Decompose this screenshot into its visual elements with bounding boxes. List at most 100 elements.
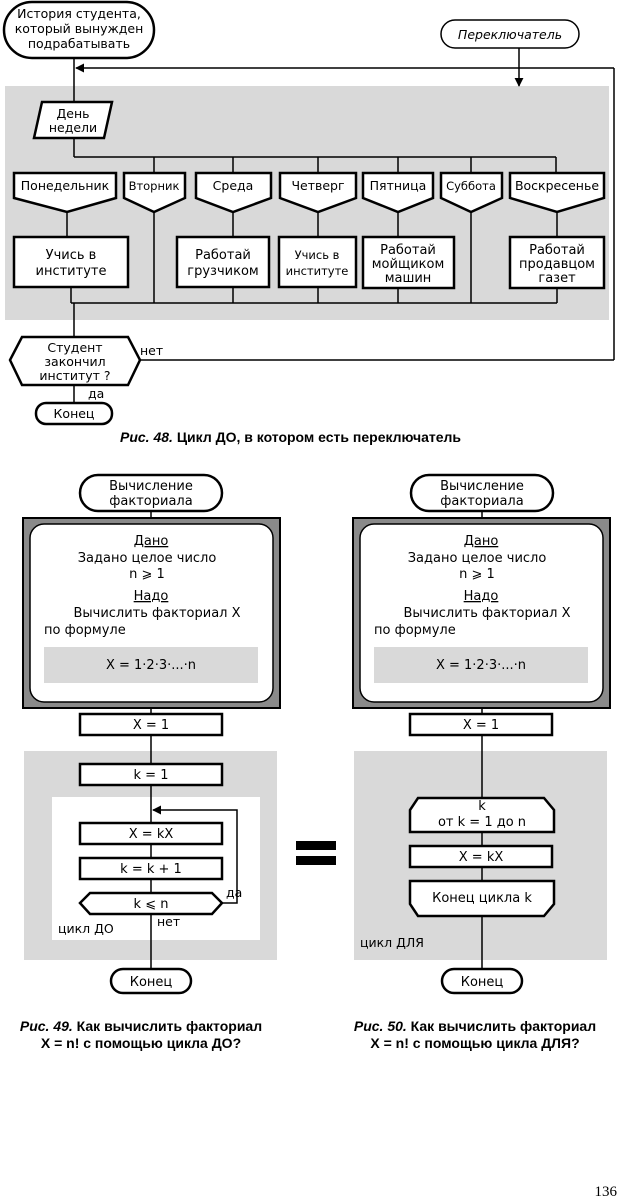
fig49-start-l1: Вычисление xyxy=(109,479,193,494)
fig49-no-label: нет xyxy=(157,914,180,929)
fig48-start-line1: История студента, xyxy=(17,6,141,21)
equals-sign xyxy=(296,841,336,865)
fig49-formula: X = 1·2·3·...·n xyxy=(106,658,196,673)
fig49-spec-box: Дано Задано целое число n ⩾ 1 Надо Вычис… xyxy=(22,517,281,709)
fig48-action-washer: Работай мойщиком машин xyxy=(361,235,456,290)
fig49-caption-num: Рис. 49. xyxy=(20,1018,73,1034)
fig48-act-washer-l1: Работай xyxy=(380,243,436,258)
fig50-start-l1: Вычисление xyxy=(440,479,524,494)
fig48-caption-num: Рис. 48. xyxy=(120,429,173,445)
fig49-end-label: Конец xyxy=(130,975,173,990)
fig49-need-l2: по формуле xyxy=(44,623,126,638)
fig50-start-terminator: Вычисление факториала xyxy=(409,473,555,513)
fig48-cond-l1: Студент xyxy=(47,340,102,355)
fig49-init-k-label: k = 1 xyxy=(134,768,169,783)
fig50-caption-num: Рис. 50. xyxy=(354,1018,407,1034)
fig48-day-branches: Понедельник Вторник Среда Четверг Пятниц… xyxy=(12,157,606,214)
fig50-caption-text1: Как вычислить факториал xyxy=(411,1018,596,1034)
fig49-mult-label: X = kX xyxy=(129,827,174,842)
fig48-day-monday: Понедельник xyxy=(21,178,110,193)
fig48-act-washer-l2: мойщиком xyxy=(372,257,445,272)
fig50-given-l1: Задано целое число xyxy=(408,551,547,566)
fig49-init-x-label: X = 1 xyxy=(133,718,169,733)
fig48-act-seller-l3: газет xyxy=(538,271,576,286)
fig49-init-x: X = 1 xyxy=(78,712,224,737)
fig48-act-study2-l2: институте xyxy=(286,264,349,278)
fig48-act-study1-l2: институте xyxy=(36,264,107,279)
figure-50: Вычисление факториала Дано Задано целое … xyxy=(352,473,611,1051)
fig50-need-l1: Вычислить факториал X xyxy=(403,606,570,621)
fig48-caption-text: Цикл ДО, в котором есть переключатель xyxy=(177,429,462,445)
fig50-end-terminator: Конец xyxy=(440,967,524,995)
fig48-day-wednesday: Среда xyxy=(213,178,254,193)
fig50-caption-text2: X = n! с помощью цикла ДЛЯ? xyxy=(370,1035,579,1051)
fig49-given-l2: n ⩾ 1 xyxy=(129,567,165,582)
fig48-end-label: Конец xyxy=(54,406,95,421)
fig50-formula: X = 1·2·3·...·n xyxy=(436,658,526,673)
fig48-action-study-thursday: Учись в институте xyxy=(277,235,358,289)
fig48-case-thursday: Четверг xyxy=(278,171,358,214)
fig48-switch: Переключатель xyxy=(440,19,580,49)
fig48-act-seller-l2: продавцом xyxy=(519,257,595,272)
fig48-day-sunday: Воскресенье xyxy=(515,178,599,193)
fig49-loop-label: цикл ДО xyxy=(58,921,114,936)
fig48-start-line2: который вынужден xyxy=(15,21,144,36)
fig49-yes-label: да xyxy=(226,885,242,900)
fig48-day-thursday: Четверг xyxy=(291,178,344,193)
fig49-need-l1: Вычислить факториал X xyxy=(73,606,240,621)
fig48-day-saturday: Суббота xyxy=(446,179,496,193)
fig48-act-study1-l1: Учись в xyxy=(46,248,97,263)
fig50-spec-box: Дано Задано целое число n ⩾ 1 Надо Вычис… xyxy=(352,517,611,709)
fig48-caption: Рис. 48. Цикл ДО, в котором есть переклю… xyxy=(120,429,461,445)
fig48-day-input: День недели xyxy=(32,100,114,140)
fig49-loop-back-arrow xyxy=(152,805,238,904)
fig50-end-label: Конец xyxy=(461,975,504,990)
fig49-condition: k ⩽ n xyxy=(78,891,224,916)
fig49-start-l2: факториала xyxy=(109,494,192,509)
fig48-condition: Студент закончил институт ? xyxy=(8,335,142,387)
fig49-init-k: k = 1 xyxy=(78,762,224,787)
fig49-caption-line1: Рис. 49. Как вычислить факториал xyxy=(20,1018,262,1034)
fig50-mult: X = kX xyxy=(408,844,554,869)
fig48-end-terminator: Конец xyxy=(34,401,114,426)
fig48-cond-l2: закончил xyxy=(44,354,105,369)
fig48-day-tuesday: Вторник xyxy=(129,179,180,193)
fig50-mult-label: X = kX xyxy=(459,850,504,865)
figure-48: История студента, который вынужден подра… xyxy=(2,0,615,445)
fig48-case-wednesday: Среда xyxy=(194,171,273,214)
fig49-start-terminator: Вычисление факториала xyxy=(78,473,224,513)
fig48-case-saturday: Суббота xyxy=(439,171,504,214)
fig49-caption-text1: Как вычислить факториал xyxy=(77,1018,262,1034)
fig50-caption-line1: Рис. 50. Как вычислить факториал xyxy=(354,1018,596,1034)
fig48-switch-label: Переключатель xyxy=(458,27,562,42)
fig48-act-loader-l1: Работай xyxy=(195,248,251,263)
fig48-day-line1: День xyxy=(57,106,90,121)
fig49-inc: k = k + 1 xyxy=(78,856,224,881)
fig50-start-l2: факториала xyxy=(440,494,523,509)
fig48-act-washer-l3: машин xyxy=(385,271,432,286)
fig50-need-l2: по формуле xyxy=(374,623,456,638)
fig49-cond-label: k ⩽ n xyxy=(134,897,169,912)
fig50-init-x-label: X = 1 xyxy=(463,718,499,733)
fig48-case-tuesday: Вторник xyxy=(122,171,187,214)
fig48-action-study-monday: Учись в институте xyxy=(12,235,130,289)
fig48-yes-label: да xyxy=(88,386,104,401)
fig49-need-heading: Надо xyxy=(134,589,169,604)
fig48-action-seller: Работай продавцом газет xyxy=(508,235,606,290)
fig48-action-loader: Работай грузчиком xyxy=(175,235,271,289)
fig48-case-friday: Пятница xyxy=(361,171,435,214)
fig49-caption-text2: X = n! с помощью цикла ДО? xyxy=(41,1035,241,1051)
fig48-case-monday: Понедельник xyxy=(12,171,118,214)
fig50-loop-end: Конец цикла k xyxy=(408,879,556,918)
fig48-actions: Учись в институте Работай грузчиком Учис… xyxy=(12,235,606,290)
fig50-loop-end-label: Конец цикла k xyxy=(432,891,532,906)
page-number: 136 xyxy=(595,1184,618,1200)
fig50-given-heading: Дано xyxy=(464,534,499,549)
fig48-day-line2: недели xyxy=(49,120,97,135)
fig48-case-sunday: Воскресенье xyxy=(508,171,606,214)
fig50-init-x: X = 1 xyxy=(408,712,554,737)
fig49-mult: X = kX xyxy=(78,821,224,846)
fig48-start-terminator: История студента, который вынужден подра… xyxy=(2,0,156,60)
fig50-need-heading: Надо xyxy=(464,589,499,604)
